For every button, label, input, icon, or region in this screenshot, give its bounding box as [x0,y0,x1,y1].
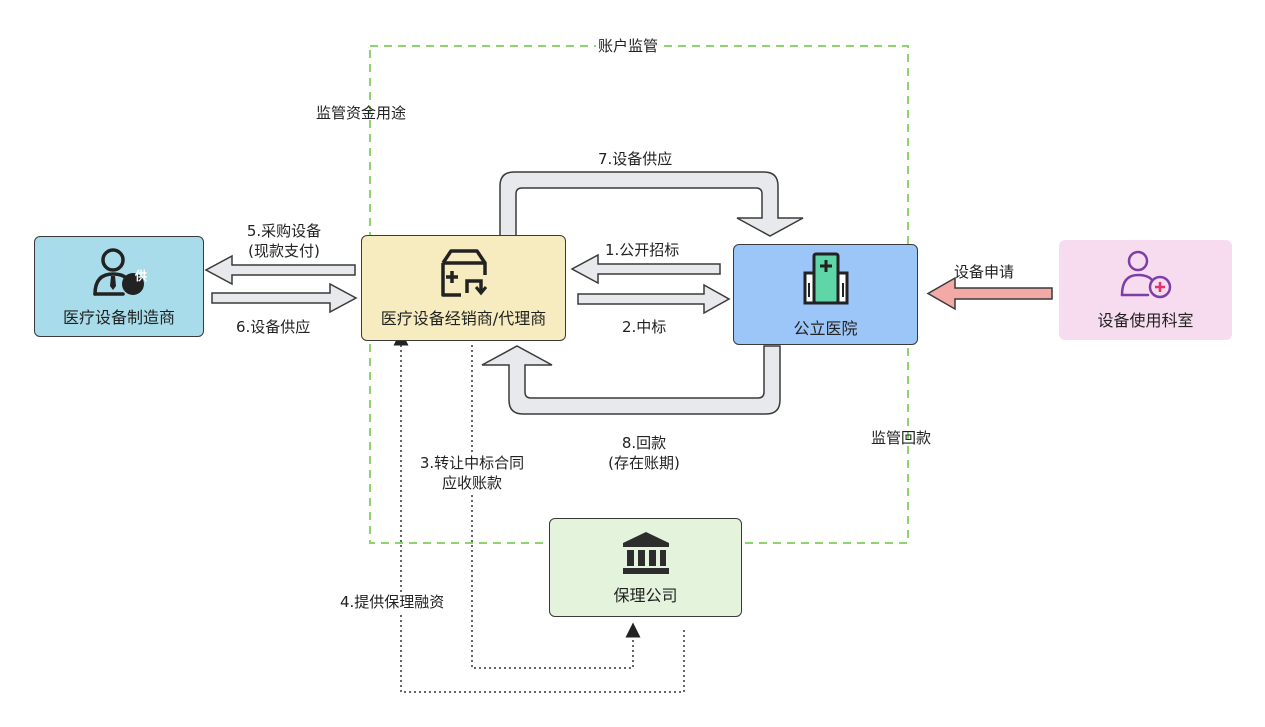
manufacturer-label: 医疗设备制造商 [62,307,175,327]
factoring-node: 保理公司 [549,518,742,617]
edge-label-repayment: 8.回款 (存在账期) [589,433,699,473]
edge-label-repayment-line1: 8.回款 [621,434,667,452]
arrow-repayment-to-distributor [481,345,781,415]
edge-label-purchase-line2: (现款支付) [248,242,320,260]
department-label: 设备使用科室 [1097,311,1194,330]
edge-label-supply-to-hospital: 7.设备供应 [598,150,673,168]
account-supervision-label: 账户监管 [596,36,661,56]
department-node: 设备使用科室 [1059,240,1232,340]
repayment-supervision-label: 监管回款 [871,429,932,447]
edge-label-repayment-line2: (存在账期) [608,454,680,472]
edge-label-public-tender: 1.公开招标 [605,241,680,259]
arrow-equipment-supply-to-distributor [211,282,358,314]
manufacturer-node: 供 医疗设备制造商 [34,236,204,337]
box-add-icon [440,249,487,297]
supplier-badge: 供 [134,269,147,283]
factoring-label: 保理公司 [613,585,678,605]
arrow-public-tender [570,253,721,285]
edge-label-supply-to-distributor: 6.设备供应 [236,318,311,336]
distributor-label: 医疗设备经销商/代理商 [380,309,547,328]
dotted-line-factoring-financing [393,330,685,693]
arrow-bid-won [577,283,731,315]
arrow-equipment-supply-to-hospital [499,171,804,237]
edge-label-equipment-application: 设备申请 [954,263,1015,281]
user-medical-icon [1120,250,1171,299]
hospital-node: 公立医院 [733,244,918,345]
supplier-person-icon [93,247,144,296]
fund-use-supervision-label: 监管资金用途 [316,104,407,122]
edge-label-factoring-financing: 4.提供保理融资 [340,592,445,612]
edge-label-assign-receivables: 3.转让中标合同 应收账款 [404,453,540,493]
edge-label-purchase: 5.采购设备 (现款支付) [229,221,339,261]
hospital-icon [803,252,848,304]
edge-label-purchase-line1: 5.采购设备 [246,222,322,240]
edge-label-assign-receivables-line2: 应收账款 [441,474,502,492]
arrow-equipment-application [926,276,1053,311]
dotted-line-assign-receivables [471,345,641,669]
hospital-label: 公立医院 [793,318,858,338]
distributor-node: 医疗设备经销商/代理商 [361,235,566,341]
arrow-purchase-equipment [204,254,356,286]
edge-label-bid-won: 2.中标 [622,318,667,336]
edge-label-assign-receivables-line1: 3.转让中标合同 [419,454,525,472]
bank-icon [622,531,669,574]
